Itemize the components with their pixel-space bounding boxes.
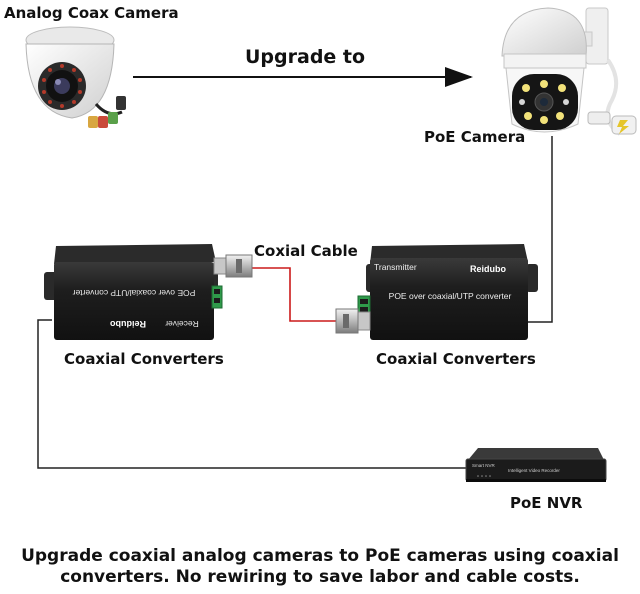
caption-line-2: converters. No rewiring to save labor an…	[0, 567, 640, 588]
caption: Upgrade coaxial analog cameras to PoE ca…	[0, 546, 640, 588]
upgrade-to-label: Upgrade to	[245, 46, 365, 68]
receiver-brand: Reidubo	[110, 319, 146, 329]
nvr-front-center: Intelligent Video Recorder	[508, 468, 560, 473]
transmitter-model-text: POE over coaxial/UTP converter	[389, 291, 512, 301]
nvr-label: PoE NVR	[510, 494, 582, 512]
caption-line-1: Upgrade coaxial analog cameras to PoE ca…	[0, 546, 640, 567]
nvr-network-cable	[38, 320, 468, 468]
receiver-model-text: POE over coaxial/UTP converter	[72, 288, 195, 298]
analog-dome-camera-icon	[26, 27, 126, 128]
receiver-converter-device: POE over coaxial/UTP converter Reidubo R…	[44, 244, 252, 340]
nvr-front-left: Smart NVR	[472, 463, 496, 468]
receiver-role-label: Receiver	[165, 319, 199, 329]
camera-network-cable	[528, 136, 552, 322]
transmitter-converter-device: Transmitter Reidubo POE over coaxial/UTP…	[336, 244, 538, 340]
analog-camera-label: Analog Coax Camera	[4, 4, 179, 22]
right-converter-label: Coaxial Converters	[376, 350, 536, 368]
poe-nvr-device: Smart NVR Intelligent Video Recorder	[466, 448, 606, 482]
coaxial-cable-line	[252, 268, 336, 321]
poe-camera-label: PoE Camera	[424, 128, 525, 146]
transmitter-brand: Reidubo	[470, 264, 506, 274]
left-converter-label: Coaxial Converters	[64, 350, 224, 368]
transmitter-role-label: Transmitter	[374, 262, 417, 272]
coaxial-cable-label: Coxial Cable	[254, 242, 358, 260]
ptz-poe-camera-icon	[502, 8, 636, 134]
